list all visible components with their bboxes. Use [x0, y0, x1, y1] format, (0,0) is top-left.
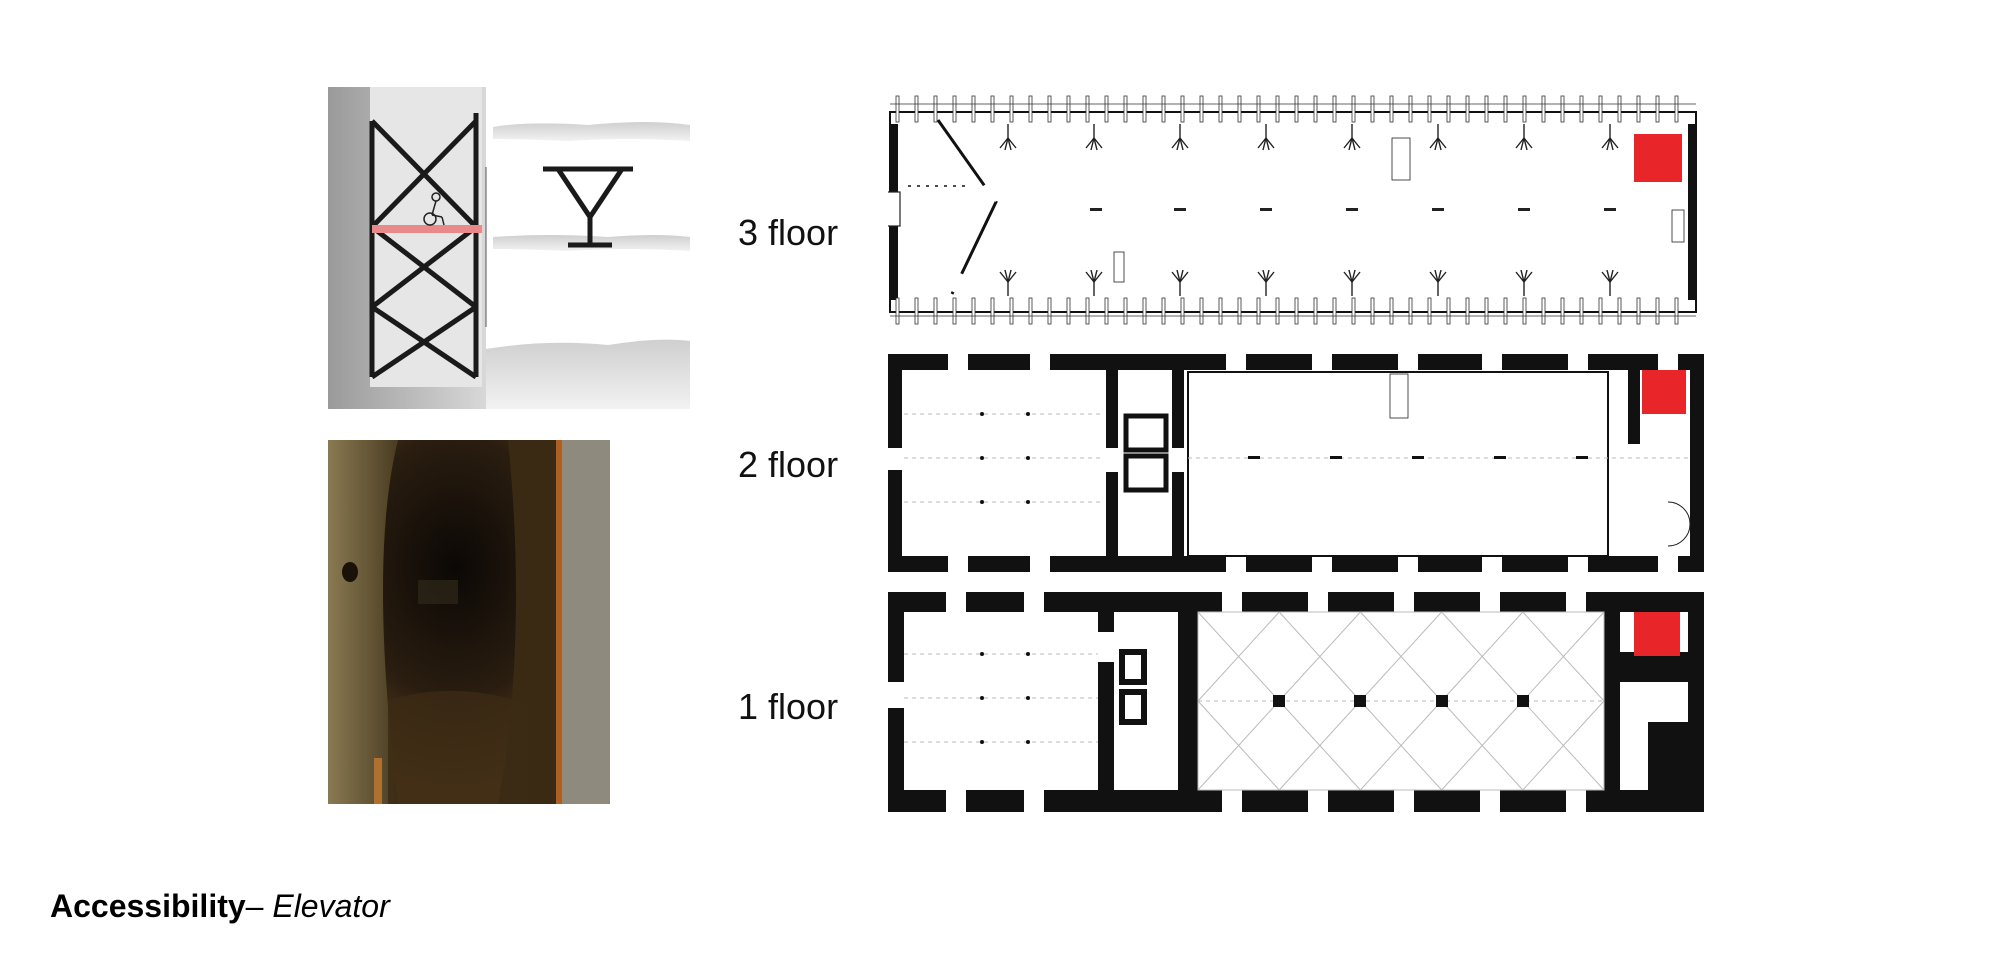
floor-plan-2	[888, 352, 1704, 574]
floor-plan-3	[888, 94, 1704, 326]
floor-label-1: 1 floor	[738, 686, 839, 727]
floor-label-2: 2 floor	[738, 444, 839, 485]
floor-plan-1	[888, 592, 1704, 812]
tunnel-photo	[328, 440, 610, 804]
caption-subtitle: Elevator	[272, 888, 390, 924]
floor-label-3: 3 floor	[738, 212, 839, 253]
elevator-section-drawing	[328, 87, 690, 409]
caption-separator: –	[245, 888, 273, 924]
caption-title: Accessibility	[50, 888, 246, 924]
slide-caption: Accessibility– Elevator	[50, 888, 390, 925]
